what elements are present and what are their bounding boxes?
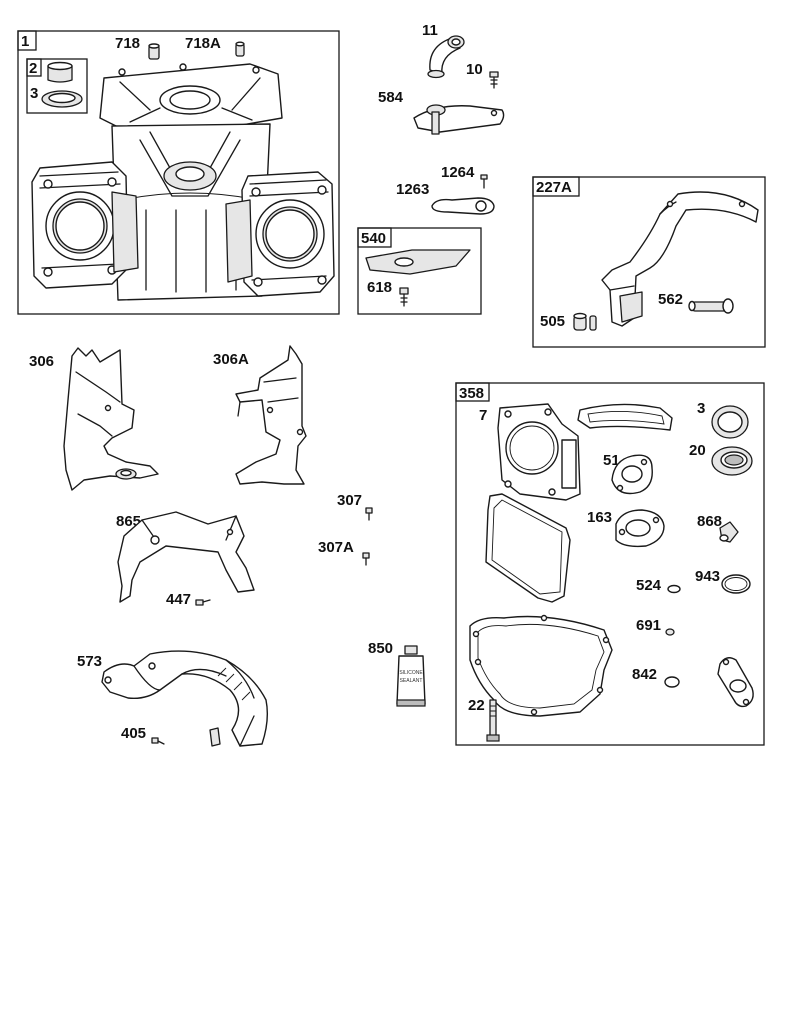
group-358-badge — [455, 382, 490, 402]
air-guide-227A — [601, 191, 759, 327]
label-584: 584 — [378, 89, 404, 106]
group-2-frame — [26, 58, 88, 114]
label-7: 7 — [479, 407, 487, 424]
label-505: 505 — [540, 313, 565, 330]
o-ring-943 — [721, 574, 751, 594]
label-562: 562 — [658, 291, 683, 308]
gasket-51 — [611, 454, 653, 495]
label-850: 850 — [368, 640, 393, 657]
screw-307 — [365, 507, 373, 521]
group-540-badge — [357, 227, 392, 248]
label-3b: 3 — [697, 400, 705, 417]
label-943: 943 — [695, 568, 720, 585]
label-447: 447 — [166, 591, 191, 608]
breather-assembly: 11 10 584 1264 1263 — [378, 22, 505, 215]
screw-10 — [489, 71, 499, 89]
label-307: 307 — [337, 492, 362, 509]
group-540: 540 618 — [357, 227, 482, 315]
group-358-number: 358 — [459, 385, 484, 402]
valve-cover-gasket — [485, 493, 571, 603]
gasket-163 — [615, 509, 665, 548]
label-11: 11 — [422, 22, 438, 39]
seal-691 — [665, 628, 675, 636]
label-573: 573 — [77, 653, 102, 670]
label-842: 842 — [632, 666, 657, 683]
label-1263: 1263 — [396, 181, 429, 198]
group-1-number: 1 — [21, 33, 29, 50]
cylinder-block-drawing — [31, 63, 335, 301]
o-ring-524 — [667, 584, 681, 594]
label-691: 691 — [636, 617, 661, 634]
group-227A-number: 227A — [536, 179, 572, 196]
crankcase-gasket — [469, 614, 613, 717]
head-gasket-7 — [497, 403, 581, 501]
sealant-text-line2: SEALANT — [400, 678, 423, 684]
label-405: 405 — [121, 725, 146, 742]
group-1-frame — [17, 30, 340, 315]
group-227A-frame — [532, 176, 766, 348]
baffle-865: 865 447 — [116, 511, 255, 608]
baffle-573: 573 405 — [77, 650, 269, 747]
label-3: 3 — [30, 85, 38, 102]
label-618: 618 — [367, 279, 392, 296]
label-20: 20 — [689, 442, 706, 459]
screws-307: 307 307A — [318, 492, 373, 566]
label-718: 718 — [115, 35, 140, 52]
label-1264: 1264 — [441, 164, 475, 181]
group-540-frame — [357, 227, 482, 315]
group-1-badge — [17, 30, 37, 51]
label-306: 306 — [29, 353, 54, 370]
group-227A-badge — [532, 176, 580, 197]
sealant-text-line1: SILICONE — [399, 670, 423, 676]
bolt-562 — [688, 298, 734, 314]
breather-cover-584 — [413, 104, 505, 135]
group-540-number: 540 — [361, 230, 386, 247]
group-227A: 227A 505 562 — [532, 176, 766, 348]
cylinder-shield-306: 306 — [29, 347, 159, 491]
bushing-part — [47, 61, 73, 83]
label-868: 868 — [697, 513, 722, 530]
group-2-number: 2 — [29, 60, 37, 77]
screw-307A — [362, 552, 370, 566]
sealant-tube: SILICONE SEALANT — [396, 645, 426, 707]
o-ring-842 — [664, 676, 680, 688]
screw-405 — [151, 737, 165, 745]
bushing-505 — [573, 312, 597, 331]
oil-seal-part — [41, 90, 83, 108]
screw-447 — [195, 599, 211, 606]
label-524: 524 — [636, 577, 662, 594]
label-307A: 307A — [318, 539, 354, 556]
dowel-pin-718 — [148, 43, 160, 60]
gasket-540 — [365, 249, 471, 275]
gasket-top — [577, 403, 673, 431]
oil-seal-3 — [711, 405, 749, 439]
cylinder-shield-306A: 306A — [213, 345, 307, 485]
bolt-22 — [486, 699, 500, 742]
sealant-850: 850 SILICONE SEALANT — [368, 640, 426, 707]
label-163: 163 — [587, 509, 612, 526]
label-718A: 718A — [185, 35, 221, 52]
group-1-cylinder-block: 1 2 3 718 718A — [17, 30, 340, 315]
group-2-badge — [26, 58, 42, 77]
label-306A: 306A — [213, 351, 249, 368]
group-358-gasket-set: 358 7 3 20 51 — [455, 382, 765, 746]
breather-tube-11 — [427, 35, 465, 79]
group-358-frame — [455, 382, 765, 746]
reed-valve-1263 — [431, 197, 495, 215]
label-22: 22 — [468, 697, 485, 714]
oil-seal-20 — [711, 446, 753, 476]
plug-868 — [719, 521, 739, 543]
screw-1264 — [480, 174, 488, 189]
dowel-pin-718A — [235, 41, 245, 57]
exhaust-gasket — [717, 657, 754, 708]
label-51: 51 — [603, 452, 620, 469]
label-10: 10 — [466, 61, 483, 78]
screw-618 — [399, 287, 409, 307]
